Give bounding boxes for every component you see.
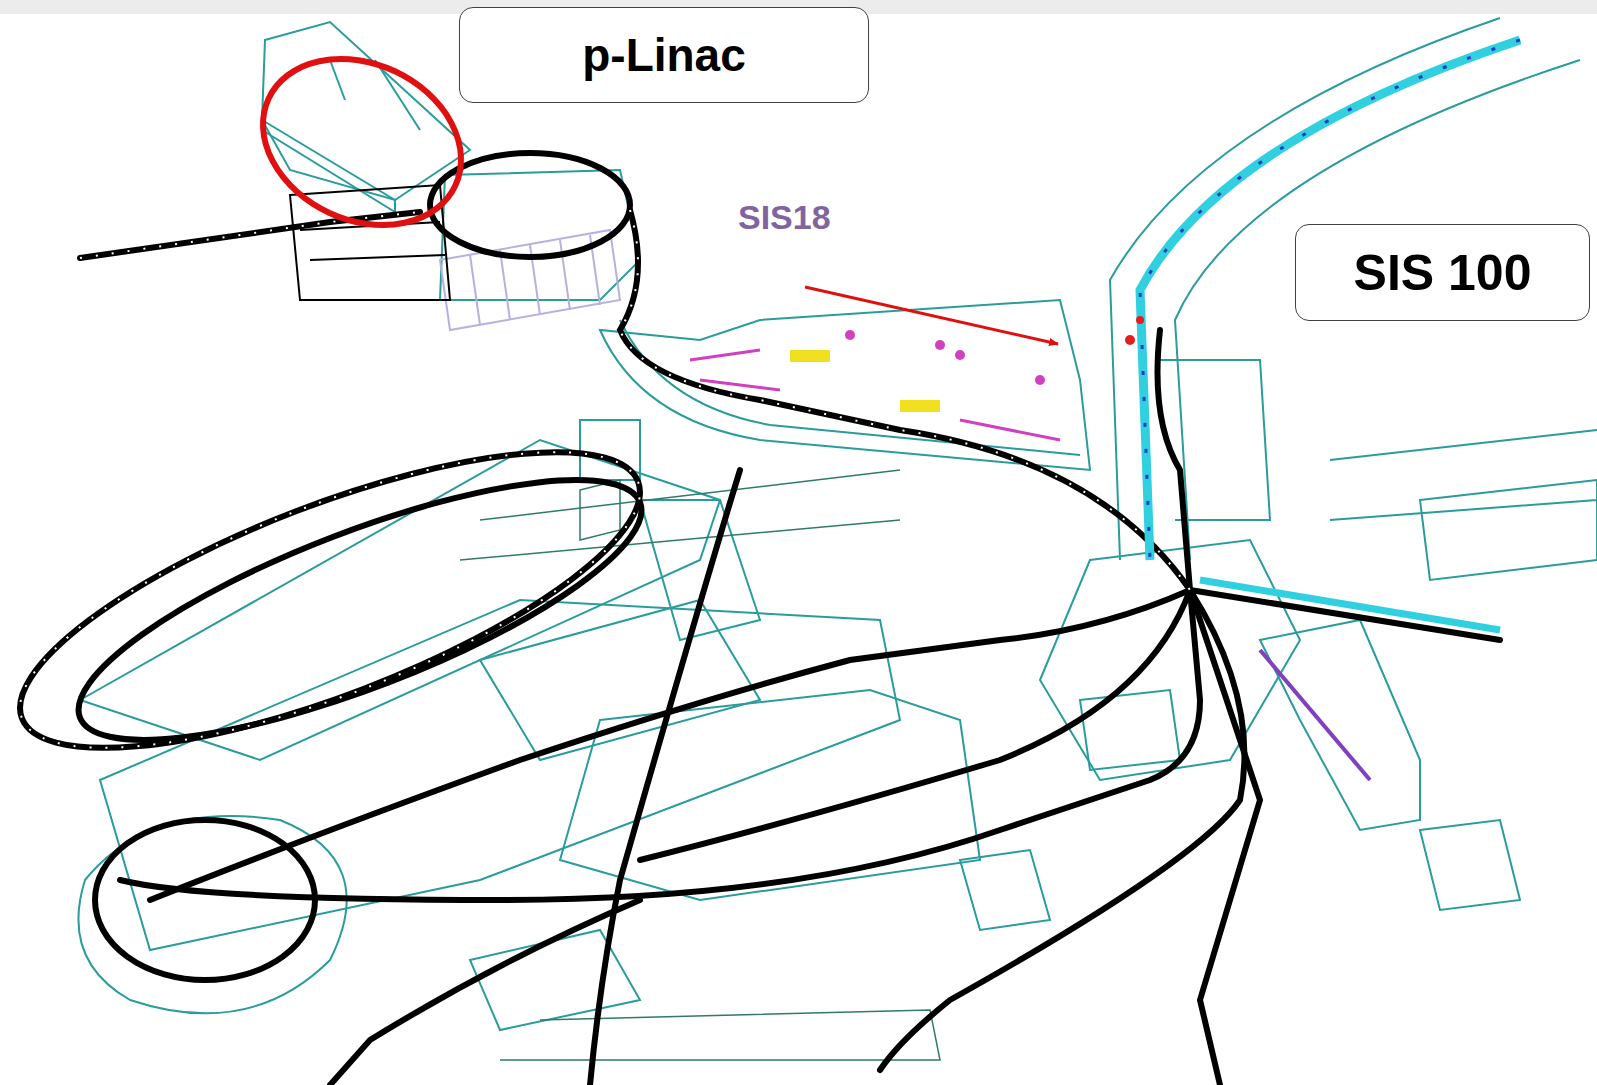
beamlines	[0, 153, 1500, 1085]
label-box: SIS 100	[1295, 224, 1590, 321]
secondary-outlines	[460, 470, 940, 1060]
box-title: p-Linac	[582, 28, 746, 82]
pointer-arrow	[805, 287, 1058, 344]
building-outlines	[78, 18, 1597, 1030]
label-box: p-Linac	[459, 7, 869, 103]
sis100-ring	[1125, 40, 1520, 780]
ring-label: SIS18	[738, 198, 831, 237]
box-title: SIS 100	[1354, 244, 1532, 302]
highlight-ellipse	[236, 28, 489, 256]
beamline-markers	[0, 210, 1190, 807]
